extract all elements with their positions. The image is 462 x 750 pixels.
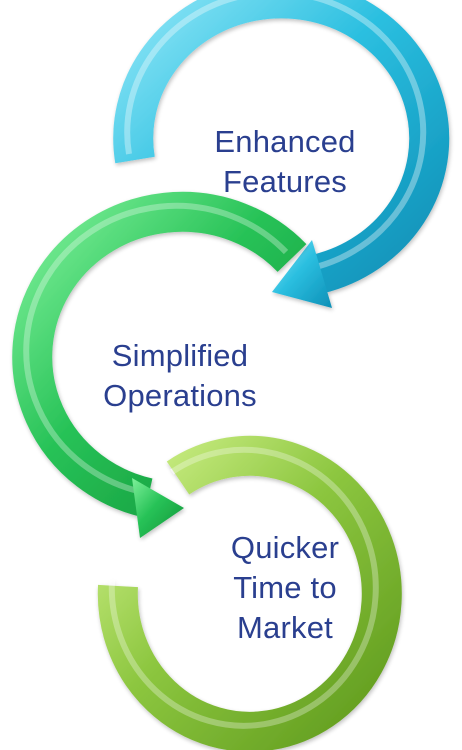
step-label-line: Enhanced [214, 124, 356, 159]
step-label-line: Time to [233, 570, 337, 605]
step-label-line: Simplified [111, 338, 249, 373]
step-label-quicker-time-to-market: Quicker Time to Market [190, 528, 380, 648]
arrow-arc-green [12, 191, 307, 538]
arrow-arc-lime [97, 435, 402, 750]
step-label-enhanced-features: Enhanced Features [180, 122, 390, 202]
step-label-line: Operations [103, 378, 257, 413]
step-label-line: Features [223, 164, 347, 199]
step-label-line: Market [237, 610, 333, 645]
arrow-arc-blue [113, 0, 450, 308]
step-label-line: Quicker [230, 530, 340, 565]
step-label-simplified-operations: Simplified Operations [60, 336, 300, 416]
